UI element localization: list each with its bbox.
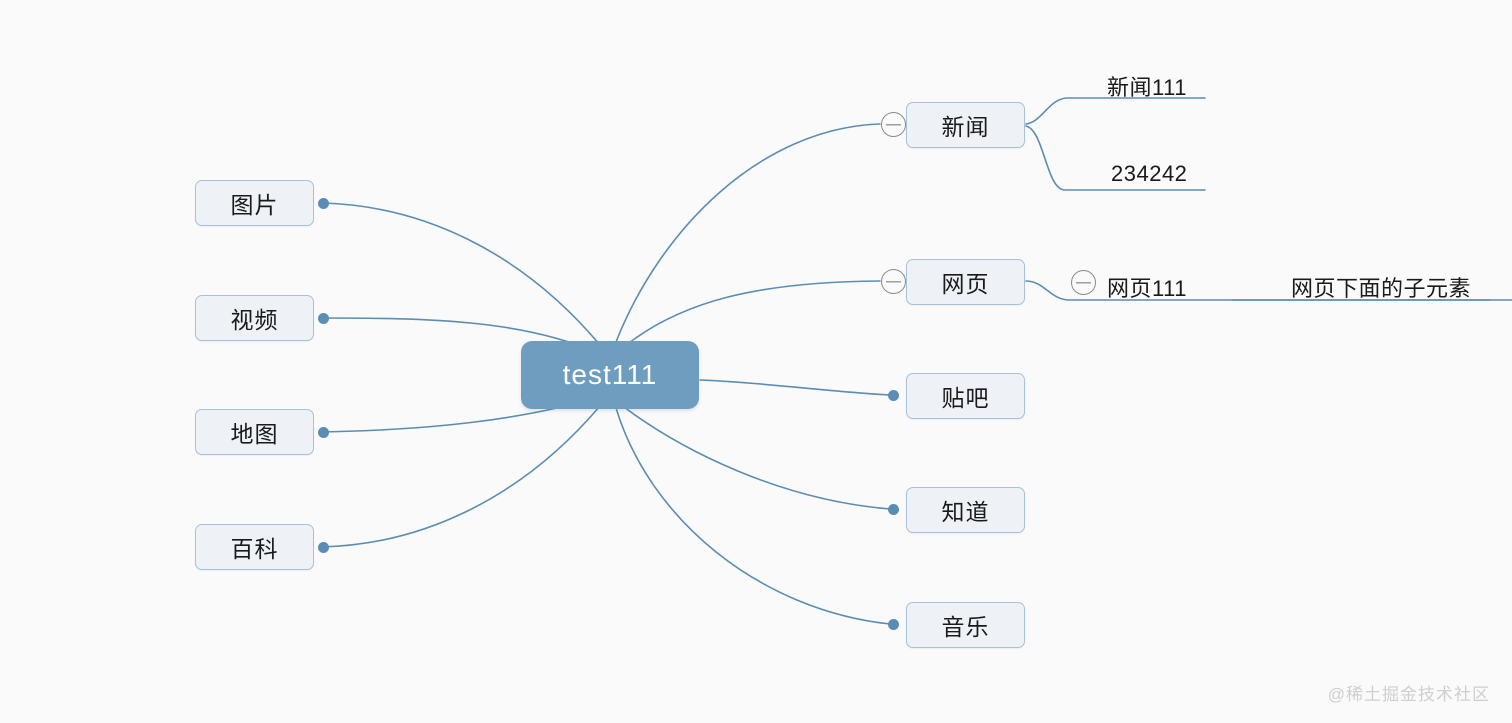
- collapse-toggle-xinwen[interactable]: [881, 112, 906, 137]
- node-wangye111[interactable]: 网页111: [1107, 271, 1187, 303]
- node-xinwen[interactable]: 新闻: [906, 102, 1025, 148]
- node-wangye-zi-yuansu-label: 网页下面的子元素: [1291, 276, 1472, 301]
- connector-dot-ditu: [318, 427, 329, 438]
- node-yinyue[interactable]: 音乐: [906, 602, 1025, 648]
- edge-root-to-zhidao: [619, 403, 891, 510]
- watermark: @稀土掘金技术社区: [1328, 680, 1490, 705]
- node-xinwen111[interactable]: 新闻111: [1107, 70, 1187, 102]
- node-baike[interactable]: 百科: [195, 524, 314, 570]
- node-wangye-label: 网页: [941, 271, 990, 297]
- node-zhidao[interactable]: 知道: [906, 487, 1025, 533]
- connector-dot-tupian: [318, 198, 329, 209]
- edge-root-to-wangye: [619, 280, 881, 351]
- connector-dot-yinyue: [888, 619, 899, 630]
- node-234242-label: 234242: [1111, 161, 1188, 186]
- collapse-toggle-wangye[interactable]: [881, 269, 906, 294]
- node-wangye-zi-yuansu[interactable]: 网页下面的子元素: [1291, 271, 1471, 303]
- node-shipin[interactable]: 视频: [195, 295, 314, 341]
- edge-root-to-baike: [319, 405, 601, 548]
- node-wangye111-label: 网页111: [1107, 276, 1187, 301]
- edge-root-to-tupian: [319, 202, 601, 346]
- edge-root-to-xinwen: [615, 123, 881, 343]
- watermark-text: @稀土掘金技术社区: [1327, 685, 1490, 704]
- node-ditu-label: 地图: [230, 421, 279, 447]
- connector-dot-tieba: [888, 390, 899, 401]
- root-node[interactable]: test111: [521, 341, 699, 409]
- node-tupian[interactable]: 图片: [195, 180, 314, 226]
- edge-root-to-tieba: [699, 379, 891, 396]
- node-234242[interactable]: 234242: [1111, 161, 1187, 187]
- node-xinwen111-label: 新闻111: [1107, 75, 1187, 100]
- connector-dot-shipin: [318, 313, 329, 324]
- node-xinwen-label: 新闻: [941, 114, 990, 140]
- node-tupian-label: 图片: [230, 192, 279, 218]
- node-tieba[interactable]: 贴吧: [906, 373, 1025, 419]
- collapse-toggle-wangye111[interactable]: [1071, 270, 1096, 295]
- node-yinyue-label: 音乐: [941, 614, 990, 640]
- node-zhidao-label: 知道: [941, 499, 990, 525]
- node-wangye[interactable]: 网页: [906, 259, 1025, 305]
- node-shipin-label: 视频: [230, 307, 279, 333]
- node-baike-label: 百科: [230, 536, 279, 562]
- node-ditu[interactable]: 地图: [195, 409, 314, 455]
- node-tieba-label: 贴吧: [941, 385, 990, 411]
- connector-dot-zhidao: [888, 504, 899, 515]
- connector-dot-baike: [318, 542, 329, 553]
- root-node-label: test111: [562, 359, 658, 390]
- edge-root-to-yinyue: [615, 407, 891, 625]
